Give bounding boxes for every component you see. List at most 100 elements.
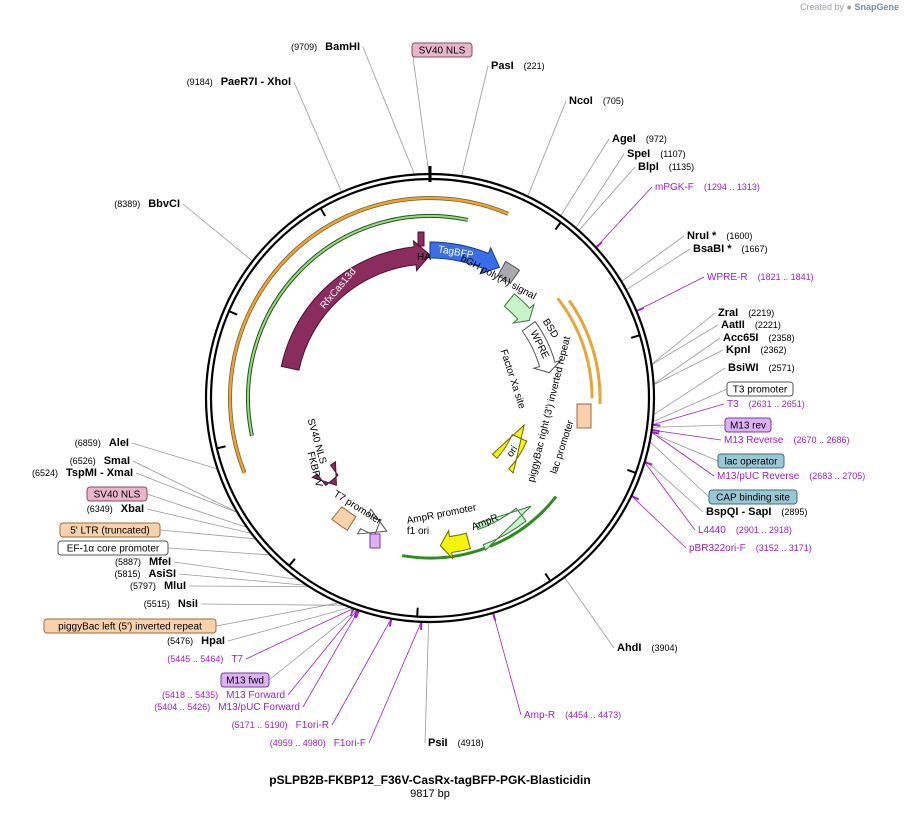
orange-arc xyxy=(228,196,509,474)
backbone-ring xyxy=(204,166,656,624)
site-leader xyxy=(461,65,489,177)
orange-arc-short-1 xyxy=(556,297,594,399)
inner-arcs xyxy=(228,196,602,560)
feature-box xyxy=(59,522,161,538)
credit-brand: SnapGene xyxy=(854,2,899,12)
ha-tag-block xyxy=(417,231,425,247)
cas13d-arrow xyxy=(280,239,431,371)
site-position: (8389) xyxy=(114,199,140,209)
site-name: BlpI xyxy=(638,161,659,173)
snapgene-credit: Created by ● SnapGene xyxy=(800,2,899,12)
wpre-arrow xyxy=(521,320,563,374)
site-position: (2362) xyxy=(760,345,786,355)
site-name: SpeI xyxy=(627,148,650,160)
site-position: (5815) xyxy=(114,569,140,579)
primer-position: (5171 .. 5190) xyxy=(232,720,288,730)
feature-box xyxy=(86,486,148,502)
feature-box-label: 5' LTR (truncated) xyxy=(70,526,150,537)
site-position: (1600) xyxy=(726,231,752,241)
site-position: (2358) xyxy=(768,333,794,343)
green-arc xyxy=(247,215,469,437)
box-leader xyxy=(268,609,357,681)
site-leader xyxy=(227,607,351,642)
site-name: PaeR7I - XhoI xyxy=(221,76,291,88)
primer-name: M13/pUC Forward xyxy=(218,702,300,713)
feature-label: bGH poly(A) signal xyxy=(459,253,538,302)
site-position: (9709) xyxy=(291,42,317,52)
box-leader xyxy=(652,424,726,428)
tagbfp-arrow xyxy=(429,241,501,275)
primer-leader xyxy=(651,429,722,441)
site-position: (2571) xyxy=(769,363,795,373)
primer-name: WPRE-R xyxy=(707,272,748,283)
piggybac-right-block xyxy=(576,403,592,429)
site-position: (3904) xyxy=(651,643,677,653)
ltr-block xyxy=(331,506,357,531)
site-name: NruI * xyxy=(687,230,717,242)
green-arc-ampr-2 xyxy=(489,495,558,548)
feature-box-label: CAP binding site xyxy=(716,493,790,504)
m13-fwd-block xyxy=(369,533,381,549)
site-position: (9184) xyxy=(187,77,213,87)
site-leader xyxy=(200,603,346,606)
site-name: Acc65I xyxy=(723,332,758,344)
primer-position: (4454 .. 4473) xyxy=(565,710,621,720)
feature-box xyxy=(411,42,473,58)
site-name: HpaI xyxy=(201,635,225,647)
site-leader xyxy=(644,460,704,513)
site-position: (1667) xyxy=(742,244,768,254)
site-leader xyxy=(424,621,430,744)
ori-arrow xyxy=(491,423,528,474)
site-leader xyxy=(578,166,636,231)
primer-name: M13 Forward xyxy=(226,690,285,701)
primer-tick xyxy=(644,461,653,466)
primer-leader xyxy=(302,610,359,708)
site-leader xyxy=(362,46,415,175)
leader-lines xyxy=(131,46,728,744)
primer-name: M13 Reverse xyxy=(724,435,784,446)
site-leader xyxy=(132,460,238,513)
primer-name: mPGK-F xyxy=(655,182,694,193)
ampr-arrow xyxy=(475,505,532,552)
tick-line xyxy=(216,445,226,450)
primer-name: pBR322ori-F xyxy=(689,543,746,554)
outer-ring-line xyxy=(204,172,656,624)
site-leader xyxy=(621,235,685,282)
primer-tick xyxy=(651,431,660,435)
feature-box xyxy=(220,672,270,688)
primer-tick xyxy=(595,241,603,249)
site-name: ZraI xyxy=(718,307,738,319)
site-leader xyxy=(651,312,716,365)
box-leader xyxy=(167,547,271,556)
credit-prefix: Created by xyxy=(799,2,845,12)
box-leader xyxy=(159,529,256,540)
site-name: BsiWI xyxy=(728,362,759,374)
primer-leader xyxy=(368,621,422,744)
site-leader xyxy=(178,573,308,586)
plasmid-length: 9817 bp xyxy=(410,788,450,800)
box-leader xyxy=(411,49,430,175)
site-leader xyxy=(131,442,218,470)
feature-box-label: T3 promoter xyxy=(733,385,788,396)
primer-tick xyxy=(631,495,640,501)
site-position: (6349) xyxy=(87,504,113,514)
site-position: (705) xyxy=(603,96,624,106)
primer-leader xyxy=(651,431,715,477)
feature-label: AmpR promoter xyxy=(406,502,478,526)
tick-line xyxy=(544,572,552,582)
site-position: (1135) xyxy=(669,162,694,172)
primer-leader xyxy=(245,608,354,660)
feature-box xyxy=(57,540,169,556)
feature-label: AmpR xyxy=(470,512,500,533)
tick-line xyxy=(319,207,326,217)
primer-tick xyxy=(388,618,393,627)
site-position: (972) xyxy=(646,134,667,144)
site-leader xyxy=(575,153,625,229)
site-name: PasI xyxy=(491,60,514,72)
site-position: (5476) xyxy=(167,636,193,646)
site-leader xyxy=(653,367,726,416)
primer-name: L4440 xyxy=(698,525,726,536)
site-leader xyxy=(653,349,724,386)
feature-box xyxy=(724,417,772,433)
primer-leader xyxy=(652,403,725,426)
